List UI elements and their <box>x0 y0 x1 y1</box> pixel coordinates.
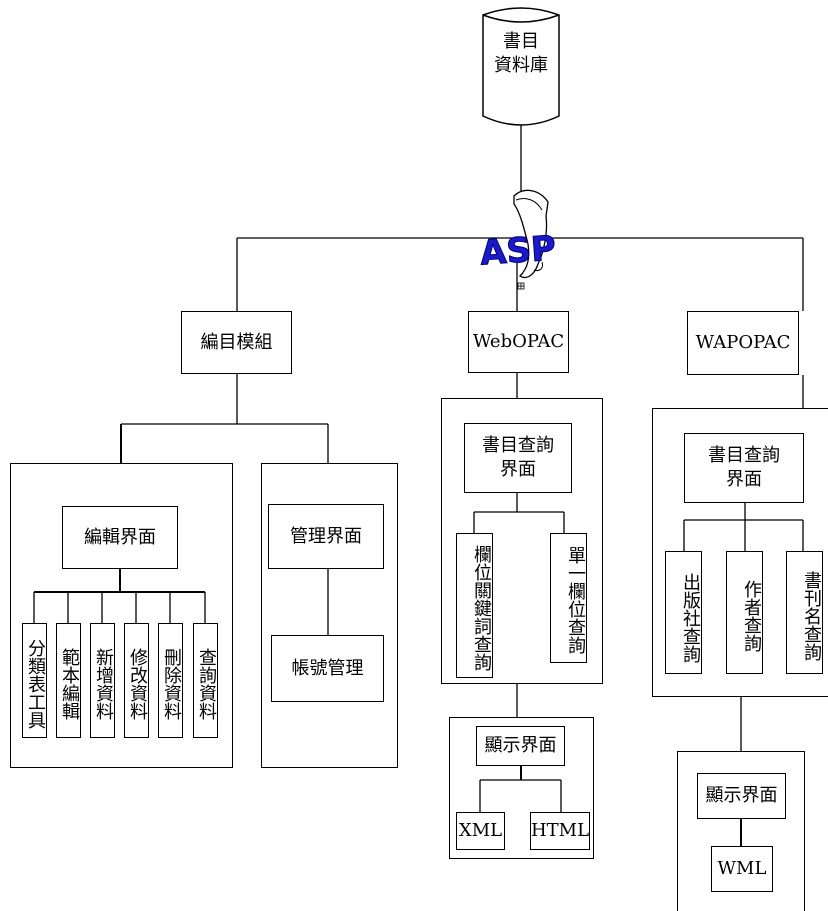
webopac-search-interface-box: 書目查詢 界面 <box>464 423 572 493</box>
asp-scroll-icon: ASP <box>478 189 558 290</box>
function-box: 查詢資料 <box>193 623 218 738</box>
webopac-module-box: WebOPAC <box>468 311 569 373</box>
function-box: 新增資料 <box>90 623 115 738</box>
admin-group <box>261 463 398 768</box>
function-box: 作者查詢 <box>726 551 763 674</box>
webopac-display-group <box>449 717 594 859</box>
function-box: 書刊名查詢 <box>786 551 823 674</box>
catalog-module-box: 編目模組 <box>181 311 292 374</box>
admin-interface-box: 管理界面 <box>268 504 384 569</box>
function-box: 分類表工具 <box>22 623 47 738</box>
asp-label: ASP <box>479 228 557 273</box>
wapopac-search-interface-box: 書目查詢 界面 <box>684 433 804 503</box>
editing-group <box>10 463 233 768</box>
function-box: 範本編輯 <box>56 623 81 738</box>
webopac-search-group <box>441 398 603 684</box>
html-format-box: HTML <box>530 812 590 850</box>
database-label: 書目 資料庫 <box>494 31 548 76</box>
function-box: 欄位關鍵詞查詢 <box>456 533 493 678</box>
function-box: 修改資料 <box>124 623 149 738</box>
account-management-box: 帳號管理 <box>271 635 384 702</box>
editing-interface-box: 編輯界面 <box>62 506 178 569</box>
wapopac-display-group <box>677 751 805 911</box>
wapopac-search-group <box>652 408 828 697</box>
database-cylinder <box>482 7 560 126</box>
xml-format-box: XML <box>456 812 505 850</box>
function-box: 刪除資料 <box>158 623 183 738</box>
wapopac-module-box: WAPOPAC <box>687 311 799 375</box>
function-box: 單一欄位查詢 <box>550 533 587 663</box>
webopac-display-interface-box: 顯示界面 <box>476 726 565 766</box>
wapopac-display-interface-box: 顯示界面 <box>697 773 786 819</box>
wml-format-box: WML <box>711 846 773 892</box>
function-box: 出版社查詢 <box>665 551 702 674</box>
